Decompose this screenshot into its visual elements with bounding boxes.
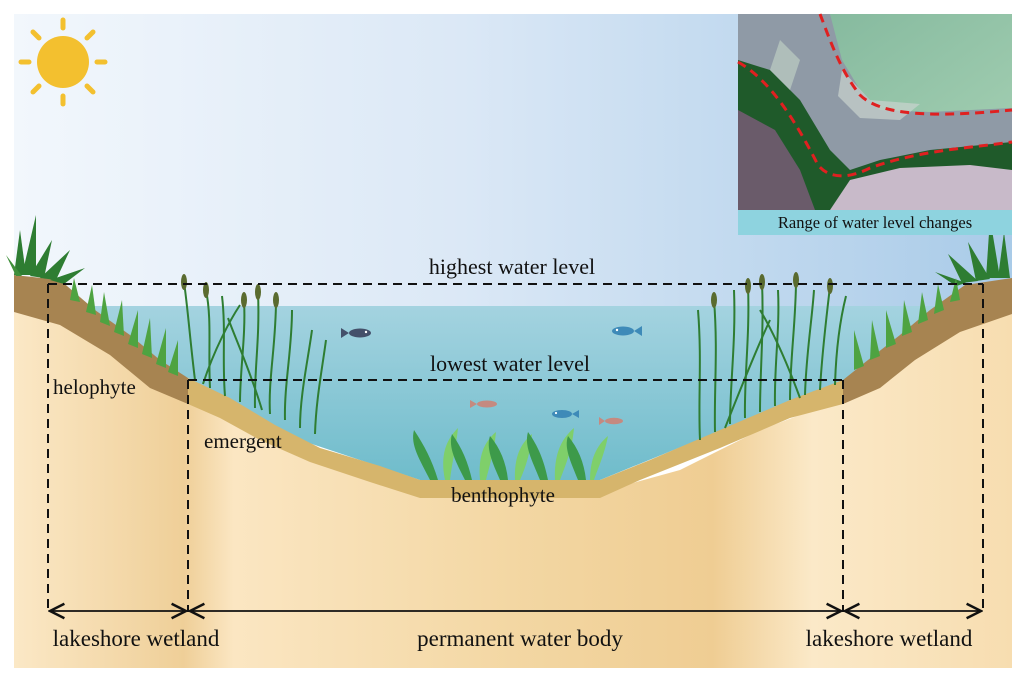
reed-icon	[697, 279, 847, 441]
label-lowest-water-level: lowest water level	[430, 351, 590, 376]
helophyte-grass	[70, 278, 178, 376]
inset-caption: Range of water level changes	[778, 213, 972, 232]
water-level-lines	[47, 283, 984, 612]
label-benthophyte: benthophyte	[451, 483, 555, 507]
fish-icon	[552, 410, 579, 418]
seaweed-icon	[413, 428, 608, 480]
grass-icon	[6, 215, 85, 284]
label-lakeshore-wetland-right: lakeshore wetland	[806, 626, 973, 651]
inset-caption-box	[738, 210, 1012, 235]
water-boundary-inner	[737, 60, 1013, 178]
label-permanent-water-body: permanent water body	[417, 626, 623, 651]
sand-ground	[14, 312, 1012, 668]
fish-icon	[612, 326, 642, 336]
sun-icon	[18, 17, 108, 107]
fish-icon	[599, 417, 623, 425]
fish-icon	[470, 400, 497, 408]
label-emergent: emergent	[204, 429, 282, 453]
inset-satellite-image: Range of water level changes	[737, 13, 1013, 235]
water-boundary-outer	[818, 13, 1013, 116]
reed-heads	[181, 274, 279, 308]
left-bank-soil	[14, 275, 188, 404]
reed-icon	[183, 281, 327, 435]
fish-icon	[341, 328, 371, 338]
reed-heads	[711, 272, 833, 308]
lake-water	[45, 306, 990, 480]
right-bank-soil	[843, 278, 1012, 404]
lake-sediment	[188, 378, 843, 498]
label-lakeshore-wetland-left: lakeshore wetland	[53, 626, 220, 651]
label-highest-water-level: highest water level	[429, 254, 595, 279]
helophyte-grass	[854, 278, 960, 370]
label-helophyte: helophyte	[53, 375, 136, 399]
